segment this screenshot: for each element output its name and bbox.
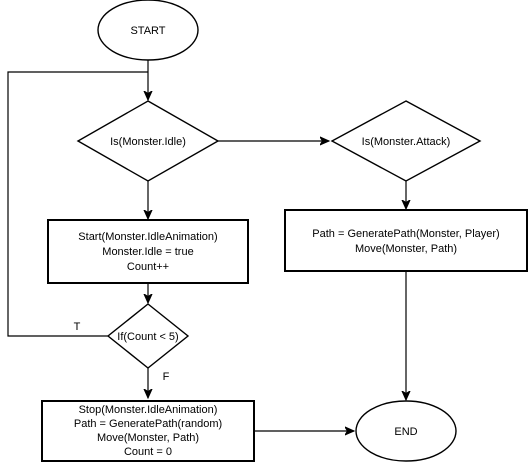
stop-idle-node: Stop(Monster.IdleAnimation) Path = Gener… <box>41 400 255 462</box>
start-idle-node: Start(Monster.IdleAnimation) Monster.Idl… <box>47 219 249 284</box>
false-branch-label: F <box>163 371 170 383</box>
count-check-label: If(Count < 5) <box>117 331 178 343</box>
end-node-label: END <box>394 426 417 438</box>
attack-path-node: Path = GeneratePath(Monster, Player) Mov… <box>284 209 528 272</box>
stop-idle-line: Stop(Monster.IdleAnimation) <box>79 404 218 416</box>
attack-path-line: Path = GeneratePath(Monster, Player) <box>312 228 499 240</box>
start-node: START <box>97 0 199 61</box>
start-idle-line: Start(Monster.IdleAnimation) <box>78 231 217 243</box>
count-check-node: If(Count < 5) <box>106 303 190 369</box>
idle-check-label: Is(Monster.Idle) <box>110 136 186 148</box>
start-idle-line: Count++ <box>127 261 169 273</box>
attack-check-label: Is(Monster.Attack) <box>362 136 451 148</box>
attack-check-node: Is(Monster.Attack) <box>330 100 482 182</box>
attack-path-line: Move(Monster, Path) <box>355 243 457 255</box>
start-node-label: START <box>130 25 165 37</box>
start-idle-line: Monster.Idle = true <box>102 246 193 258</box>
edge-count-check-true-loop <box>7 71 148 337</box>
stop-idle-line: Path = GeneratePath(random) <box>74 418 222 430</box>
stop-idle-line: Count = 0 <box>124 446 172 458</box>
stop-idle-line: Move(Monster, Path) <box>97 432 199 444</box>
end-node: END <box>355 400 457 462</box>
true-branch-label: T <box>74 321 81 333</box>
idle-check-node: Is(Monster.Idle) <box>76 100 220 182</box>
